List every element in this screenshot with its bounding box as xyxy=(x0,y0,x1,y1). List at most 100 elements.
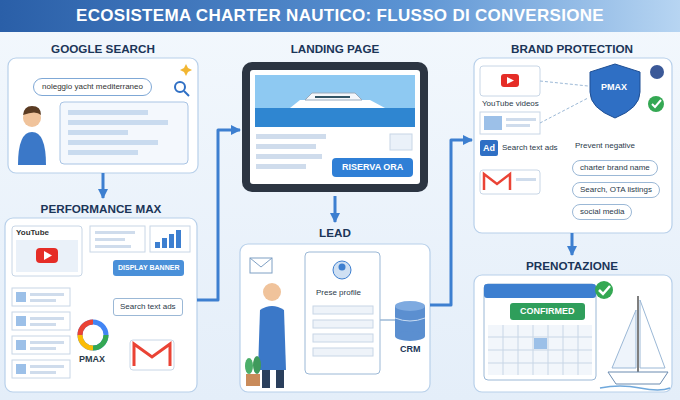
illustration-part xyxy=(155,242,160,248)
illustration-part xyxy=(23,106,41,115)
illustration-part xyxy=(650,65,664,79)
illustration-part xyxy=(480,170,540,194)
illustration-part xyxy=(534,338,547,349)
label-text: YouTube videos xyxy=(482,99,539,109)
illustration-part xyxy=(474,58,672,233)
illustration-part xyxy=(80,335,93,348)
illustration-part xyxy=(262,370,270,388)
illustration-part xyxy=(68,140,158,145)
illustration-part xyxy=(484,284,596,298)
flow-arrow xyxy=(571,233,574,255)
node-text: Search, OTA listings xyxy=(580,185,652,195)
section-panel: GOOGLE SEARCHnoleggio yacht mediterraneo xyxy=(8,38,198,173)
node-text: DISPLAY BANNER xyxy=(118,263,179,273)
illustration-part xyxy=(246,374,260,386)
illustration-part xyxy=(16,240,78,272)
illustration-part xyxy=(480,140,498,156)
illustration-part xyxy=(256,164,306,169)
illustration-part xyxy=(612,310,636,368)
illustration-part xyxy=(134,344,170,366)
illustration-part xyxy=(130,340,174,370)
illustration-part xyxy=(12,226,82,276)
illustration-part xyxy=(240,244,430,392)
illustration-part xyxy=(250,258,272,267)
illustration-part xyxy=(30,317,64,320)
illustration-part xyxy=(36,248,58,263)
illustration-part xyxy=(150,226,190,252)
illustration-part xyxy=(30,299,56,302)
illustration-part xyxy=(305,93,362,100)
node-text: Search text ads xyxy=(120,302,176,312)
title-banner: ECOSISTEMA CHARTER NAUTICO: FLUSSO DI CO… xyxy=(0,0,680,32)
display-banner: DISPLAY BANNER xyxy=(113,260,184,276)
node-text: charter brand name xyxy=(580,163,650,173)
illustration-part xyxy=(637,296,639,372)
landing-illustration xyxy=(242,62,428,192)
illustration-part xyxy=(480,66,540,96)
illustration-part xyxy=(180,64,192,76)
illustration-part xyxy=(16,364,26,374)
illustration-part xyxy=(313,320,373,328)
label-text: Prese profile xyxy=(316,288,361,298)
illustration-part xyxy=(80,322,93,335)
illustration-part xyxy=(93,335,106,348)
illustration-part xyxy=(339,264,346,271)
illustration-part xyxy=(595,281,613,299)
section-panel: PRENOTAZIONE CONFIRMED xyxy=(472,255,672,392)
illustration-part xyxy=(30,347,56,350)
illustration-part xyxy=(488,325,592,375)
illustration-part xyxy=(390,134,412,150)
illustration-part xyxy=(290,100,385,108)
illustration-part xyxy=(506,124,530,127)
illustration-part xyxy=(169,234,174,248)
illustration-part xyxy=(507,77,514,84)
flow-arrow xyxy=(197,130,240,300)
illustration-part xyxy=(333,261,351,279)
label-text: PMAX xyxy=(601,82,627,92)
illustration-part xyxy=(484,284,596,380)
section-panel: LEAD xyxy=(240,222,430,392)
illustration-part xyxy=(599,286,610,294)
label-text: Ad xyxy=(483,143,495,153)
flow-arrow xyxy=(102,173,105,198)
illustration-part xyxy=(516,178,536,181)
illustration-part xyxy=(256,134,326,139)
illustration-part xyxy=(640,300,665,368)
illustration-part xyxy=(488,325,592,375)
illustration-part xyxy=(395,318,425,321)
illustration-part xyxy=(380,319,395,321)
illustration-part xyxy=(276,370,284,388)
illustration-part xyxy=(250,70,420,184)
illustration-part xyxy=(395,301,425,311)
illustration-part xyxy=(245,358,253,374)
panel-cards xyxy=(5,58,672,392)
illustration-part xyxy=(12,312,70,330)
illustration-part xyxy=(30,365,64,368)
illustration-part xyxy=(474,275,672,392)
illustration-part xyxy=(250,258,272,273)
diagram-title: ECOSISTEMA CHARTER NAUTICO: FLUSSO DI CO… xyxy=(76,6,604,26)
section-panel: LANDING PAGERISERVA ORA xyxy=(240,38,430,196)
section-panel: BRAND PROTECTIONcharter brand nameSearch… xyxy=(472,38,672,233)
illustration-part xyxy=(30,293,64,296)
illustration-part xyxy=(30,341,64,344)
node-text: social media xyxy=(580,207,624,217)
illustration-part xyxy=(242,62,428,192)
ad-box: Search text ads xyxy=(113,298,183,316)
brand-pill: Search, OTA listings xyxy=(572,182,660,198)
illustration-part xyxy=(176,230,181,248)
illustration-part xyxy=(313,306,373,314)
section-heading: PRENOTAZIONE xyxy=(472,255,672,273)
illustration-part xyxy=(484,174,510,190)
illustration-part xyxy=(30,371,56,374)
node-text: CONFIRMED xyxy=(520,306,575,317)
illustration-part xyxy=(30,323,56,326)
illustration-part xyxy=(313,348,373,356)
illustration-part xyxy=(16,316,26,326)
illustration-part xyxy=(8,58,198,173)
confirmed-banner: CONFIRMED xyxy=(510,303,585,320)
illustration-part xyxy=(258,306,286,370)
illustration-part xyxy=(68,150,138,155)
